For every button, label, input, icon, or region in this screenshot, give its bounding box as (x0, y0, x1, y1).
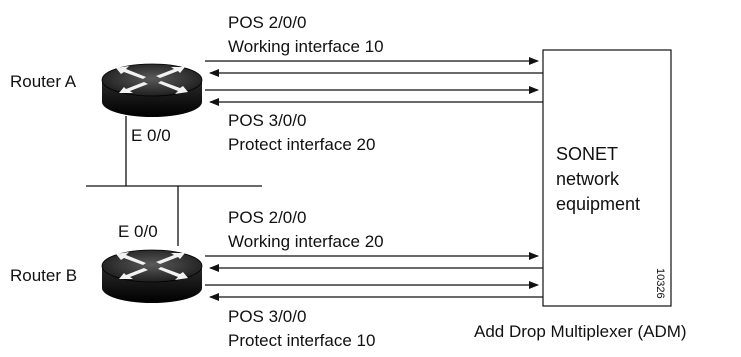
adm-line-3: equipment (556, 194, 641, 214)
router-b-label: Router B (10, 266, 78, 285)
router-a-ethernet-label: E 0/0 (131, 126, 171, 145)
adm-box (542, 49, 672, 307)
b-protect-desc-label: Protect interface 10 (228, 331, 376, 350)
a-working-desc-label: Working interface 10 (228, 37, 384, 56)
a-protect-desc-label: Protect interface 20 (228, 135, 376, 154)
b-working-desc-label: Working interface 20 (228, 232, 384, 251)
router-a-icon (101, 63, 203, 117)
router-a-label: Router A (10, 72, 77, 91)
a-protect-port-label: POS 3/0/0 (228, 111, 307, 130)
b-working-port-label: POS 2/0/0 (228, 208, 307, 227)
adm-line-1: SONET (556, 144, 619, 164)
figure-id: 10326 (654, 268, 666, 299)
b-protect-port-label: POS 3/0/0 (228, 307, 307, 326)
router-b-ethernet-label: E 0/0 (118, 222, 158, 241)
adm-line-2: network (556, 169, 620, 189)
a-working-port-label: POS 2/0/0 (228, 13, 307, 32)
router-b-icon (101, 249, 203, 303)
adm-text: SONET network equipment (556, 142, 640, 217)
adm-caption: Add Drop Multiplexer (ADM) (474, 322, 687, 341)
